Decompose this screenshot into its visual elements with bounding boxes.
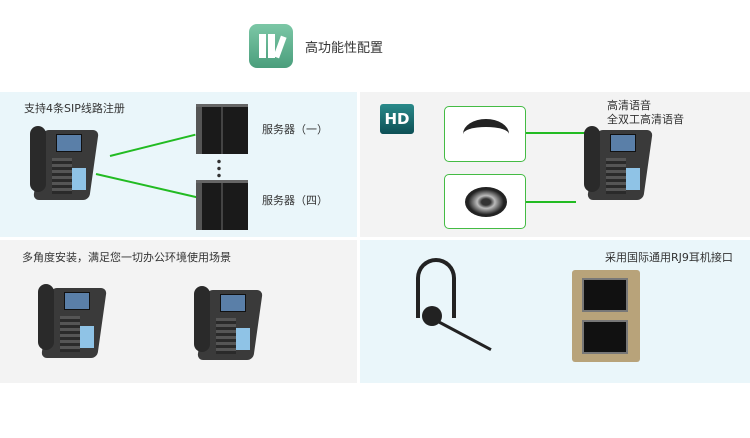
connector-line [526, 201, 576, 203]
server-image [196, 180, 248, 230]
sip-title: 支持4条SIP线路注册 [24, 102, 125, 115]
binders-icon [259, 34, 266, 58]
rj9-ports-image [572, 270, 640, 362]
hd-line-1: 高清语音 [607, 99, 651, 112]
headset-mic-boom [437, 320, 492, 351]
binder-shape [268, 34, 275, 58]
mount-panel: 多角度安装，满足您一切办公环境使用场景 [0, 240, 357, 383]
phone-image [582, 122, 653, 202]
handset-image [463, 119, 509, 149]
rj9-port [582, 320, 628, 354]
binder-shape [273, 35, 287, 59]
connector-line [109, 133, 196, 157]
ellipsis-dots [217, 158, 221, 178]
rj9-panel: 采用国际通用RJ9耳机接口 [360, 240, 750, 383]
server-1-label: 服务器（一） [262, 123, 328, 136]
mount-title: 多角度安装，满足您一切办公环境使用场景 [22, 251, 231, 264]
phone-image [28, 122, 99, 202]
rj9-port [582, 278, 628, 312]
page-title: 高功能性配置 [305, 41, 384, 56]
hd-badge-text: HD [384, 110, 410, 128]
rj9-title: 采用国际通用RJ9耳机接口 [605, 251, 733, 264]
handset-image-box [444, 106, 526, 162]
phone-image [36, 280, 107, 360]
header-icon [249, 24, 293, 68]
hd-panel: HD 高清语音 全双工高清语音 [360, 92, 750, 237]
hd-line-2: 全双工高清语音 [607, 113, 684, 126]
headset-earpiece [422, 306, 442, 326]
speaker-image [465, 187, 507, 217]
connector-line [95, 173, 198, 199]
sip-panel: 支持4条SIP线路注册 服务器（一） 服务器（四） [0, 92, 357, 237]
speaker-image-box [444, 174, 526, 229]
server-image [196, 104, 248, 154]
wall-mounted-phone-image [192, 282, 263, 362]
hd-badge: HD [380, 104, 414, 134]
headset-image [416, 258, 456, 318]
connector-line [526, 132, 598, 134]
server-4-label: 服务器（四） [262, 194, 328, 207]
